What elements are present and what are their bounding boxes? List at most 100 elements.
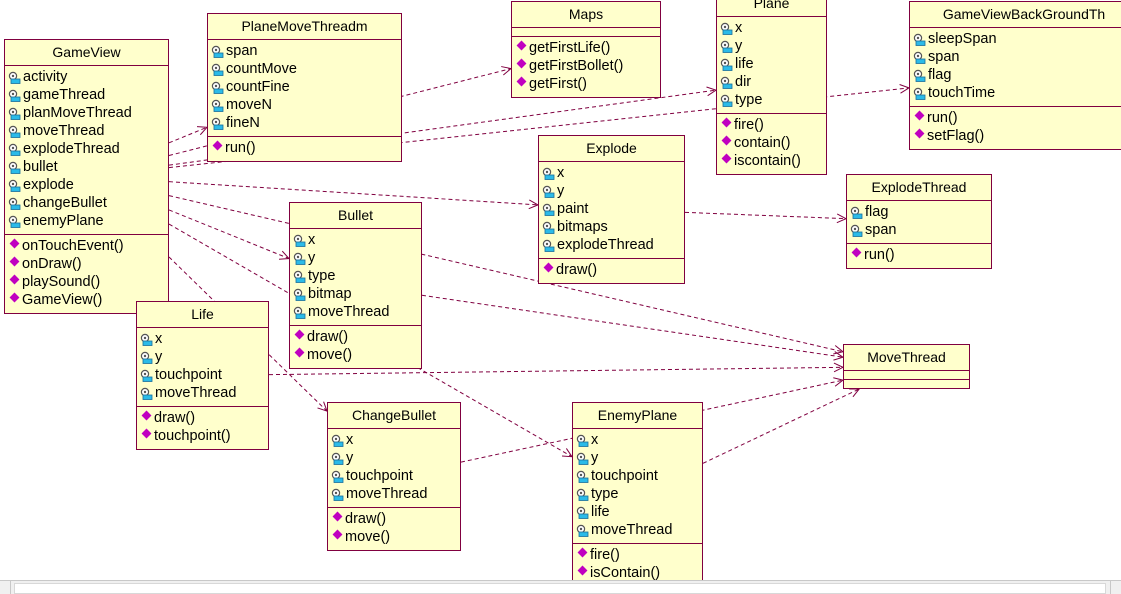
attribute-x[interactable]: x	[542, 164, 684, 182]
dependency-line	[460, 379, 844, 463]
attribute-move-thread[interactable]: moveThread	[576, 521, 702, 539]
attribute-explode-thread[interactable]: explodeThread	[542, 236, 684, 254]
attribute-span[interactable]: span	[913, 48, 1121, 66]
operation-iscontain[interactable]: iscontain()	[720, 152, 826, 170]
operation-move[interactable]: move()	[331, 528, 460, 546]
operation-run[interactable]: run()	[850, 246, 991, 264]
attribute-y[interactable]: y	[542, 182, 684, 200]
operation-icon	[721, 117, 732, 127]
attribute-span[interactable]: span	[211, 42, 401, 60]
operation-label: contain()	[734, 135, 791, 151]
operation-run[interactable]: run()	[211, 139, 401, 157]
operation-run[interactable]: run()	[913, 109, 1121, 127]
attribute-move-thread[interactable]: moveThread	[331, 485, 460, 503]
attribute-life[interactable]: life	[576, 503, 702, 521]
dependency-line	[168, 195, 844, 353]
attribute-bitmap[interactable]: bitmap	[293, 285, 421, 303]
attribute-x[interactable]: x	[293, 231, 421, 249]
attribute-move-n[interactable]: moveN	[211, 96, 401, 114]
attribute-icon	[331, 452, 344, 465]
attribute-y[interactable]: y	[720, 37, 826, 55]
attribute-move-thread[interactable]: moveThread	[140, 384, 268, 402]
attribute-type[interactable]: type	[720, 91, 826, 109]
class-move-thread[interactable]: MoveThread	[843, 344, 970, 389]
operation-get-first-life[interactable]: getFirstLife()	[515, 39, 660, 57]
attribute-count-fine[interactable]: countFine	[211, 78, 401, 96]
operation-draw[interactable]: draw()	[293, 328, 421, 346]
operation-fire[interactable]: fire()	[720, 116, 826, 134]
attribute-label: life	[591, 504, 610, 520]
operation-move[interactable]: move()	[293, 346, 421, 364]
operation-game-view[interactable]: GameView()	[8, 291, 168, 309]
attribute-enemy-plane[interactable]: enemyPlane	[8, 212, 168, 230]
attribute-label: sleepSpan	[928, 31, 997, 47]
attribute-fine-n[interactable]: fineN	[211, 114, 401, 132]
attribute-bullet[interactable]: bullet	[8, 158, 168, 176]
attribute-change-bullet[interactable]: changeBullet	[8, 194, 168, 212]
attribute-y[interactable]: y	[140, 348, 268, 366]
attribute-label: y	[155, 349, 163, 365]
attribute-x[interactable]: x	[331, 431, 460, 449]
attribute-sleep-span[interactable]: sleepSpan	[913, 30, 1121, 48]
operation-on-touch-event[interactable]: onTouchEvent()	[8, 237, 168, 255]
scroll-thumb[interactable]	[14, 583, 1106, 594]
operation-get-first[interactable]: getFirst()	[515, 75, 660, 93]
attribute-explode-thread[interactable]: explodeThread	[8, 140, 168, 158]
operation-draw[interactable]: draw()	[331, 510, 460, 528]
scroll-right-button[interactable]	[1110, 581, 1121, 594]
operation-set-flag[interactable]: setFlag()	[913, 127, 1121, 145]
operation-is-contain[interactable]: isContain()	[576, 564, 702, 580]
attribute-label: explode	[23, 177, 74, 193]
operation-get-first-bollet[interactable]: getFirstBollet()	[515, 57, 660, 75]
attribute-x[interactable]: x	[140, 330, 268, 348]
attribute-icon	[720, 94, 733, 107]
attribute-touchpoint[interactable]: touchpoint	[140, 366, 268, 384]
attribute-dir[interactable]: dir	[720, 73, 826, 91]
operation-play-sound[interactable]: playSound()	[8, 273, 168, 291]
horizontal-scrollbar[interactable]	[0, 580, 1121, 594]
attribute-explode[interactable]: explode	[8, 176, 168, 194]
attribute-count-move[interactable]: countMove	[211, 60, 401, 78]
attribute-icon	[850, 224, 863, 237]
attribute-move-thread[interactable]: moveThread	[293, 303, 421, 321]
attribute-y[interactable]: y	[293, 249, 421, 267]
operation-on-draw[interactable]: onDraw()	[8, 255, 168, 273]
attribute-icon	[8, 215, 21, 228]
attribute-life[interactable]: life	[720, 55, 826, 73]
attribute-type[interactable]: type	[576, 485, 702, 503]
attribute-span[interactable]: span	[850, 221, 991, 239]
scroll-left-button[interactable]	[0, 581, 11, 594]
attribute-activity[interactable]: activity	[8, 68, 168, 86]
attribute-y[interactable]: y	[331, 449, 460, 467]
attribute-touchpoint[interactable]: touchpoint	[331, 467, 460, 485]
attribute-paint[interactable]: paint	[542, 200, 684, 218]
attribute-bitmaps[interactable]: bitmaps	[542, 218, 684, 236]
operation-draw[interactable]: draw()	[140, 409, 268, 427]
attribute-flag[interactable]: flag	[913, 66, 1121, 84]
operation-fire[interactable]: fire()	[576, 546, 702, 564]
attribute-x[interactable]: x	[576, 431, 702, 449]
attribute-game-thread[interactable]: gameThread	[8, 86, 168, 104]
operation-contain[interactable]: contain()	[720, 134, 826, 152]
attribute-flag[interactable]: flag	[850, 203, 991, 221]
attribute-y[interactable]: y	[576, 449, 702, 467]
operation-touchpoint[interactable]: touchpoint()	[140, 427, 268, 445]
operation-draw[interactable]: draw()	[542, 261, 684, 279]
attribute-touchpoint[interactable]: touchpoint	[576, 467, 702, 485]
attribute-x[interactable]: x	[720, 19, 826, 37]
attribute-type[interactable]: type	[293, 267, 421, 285]
attribute-touch-time[interactable]: touchTime	[913, 84, 1121, 102]
attribute-move-thread[interactable]: moveThread	[8, 122, 168, 140]
attribute-plan-move-thread[interactable]: planMoveThread	[8, 104, 168, 122]
